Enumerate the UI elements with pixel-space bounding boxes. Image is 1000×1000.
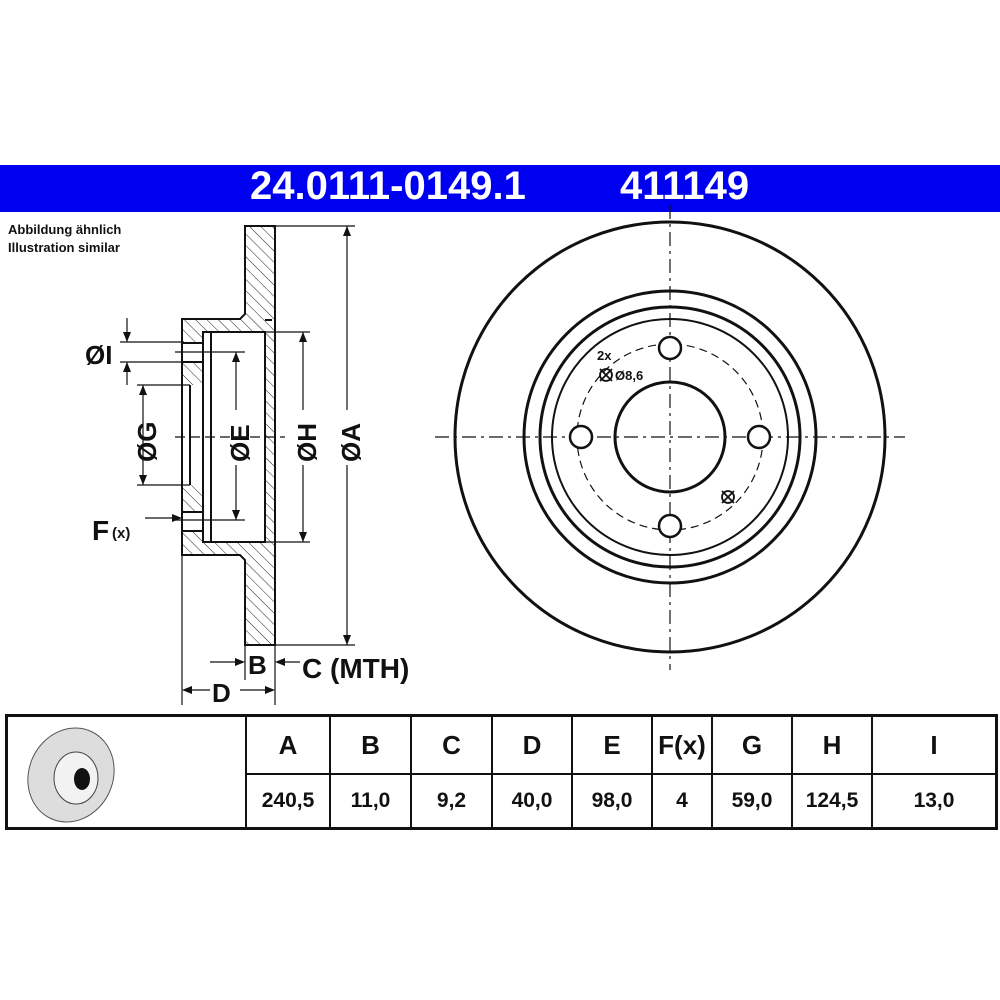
col-header-F: F(x)	[651, 717, 711, 775]
col-header-C: C	[410, 717, 491, 775]
label-D: D	[212, 678, 231, 708]
col-header-I: I	[871, 717, 995, 775]
dimension-labels: ØI ØG ØE ØH ØA F (x) B C (MTH) D	[85, 340, 409, 708]
dimension-table: A 240,5 B 11,0 C 9,2 D 40,0 E 98,0 F(x) …	[5, 714, 998, 830]
note-english: Illustration similar	[8, 240, 120, 255]
locating-holes	[599, 368, 735, 504]
col-value-E: 98,0	[571, 775, 651, 827]
title-banner	[0, 165, 1000, 212]
col-value-D: 40,0	[491, 775, 571, 827]
label-F-sub: (x)	[112, 525, 130, 542]
technical-drawing: ØI ØG ØE ØH ØA F (x) B C (MTH) D 2x Ø8,6	[85, 205, 905, 708]
front-view	[435, 205, 905, 670]
disc-thumbnail	[27, 727, 115, 823]
col-header-E: E	[571, 717, 651, 775]
short-number: 411149	[620, 164, 750, 208]
label-F: F	[92, 515, 109, 546]
label-C: C (MTH)	[302, 653, 409, 684]
col-value-H: 124,5	[791, 775, 871, 827]
col-header-D: D	[491, 717, 571, 775]
note-german: Abbildung ähnlich	[8, 222, 122, 237]
label-A: ØA	[336, 423, 366, 462]
col-value-G: 59,0	[711, 775, 791, 827]
col-value-C: 9,2	[410, 775, 491, 827]
label-G: ØG	[132, 422, 162, 462]
col-header-B: B	[329, 717, 410, 775]
label-E: ØE	[225, 424, 255, 462]
label-H: ØH	[292, 423, 322, 462]
col-value-B: 11,0	[329, 775, 410, 827]
holes-diameter: Ø8,6	[615, 368, 643, 383]
label-I: ØI	[85, 340, 112, 370]
section-view	[120, 225, 355, 705]
col-header-A: A	[245, 717, 329, 775]
part-number: 24.0111-0149.1	[250, 164, 526, 208]
col-value-I: 13,0	[871, 775, 995, 827]
col-header-H: H	[791, 717, 871, 775]
col-value-A: 240,5	[245, 775, 329, 827]
col-header-G: G	[711, 717, 791, 775]
label-B: B	[248, 650, 267, 680]
col-value-F: 4	[651, 775, 711, 827]
bolt-holes	[568, 335, 772, 539]
holes-count: 2x	[597, 348, 612, 363]
